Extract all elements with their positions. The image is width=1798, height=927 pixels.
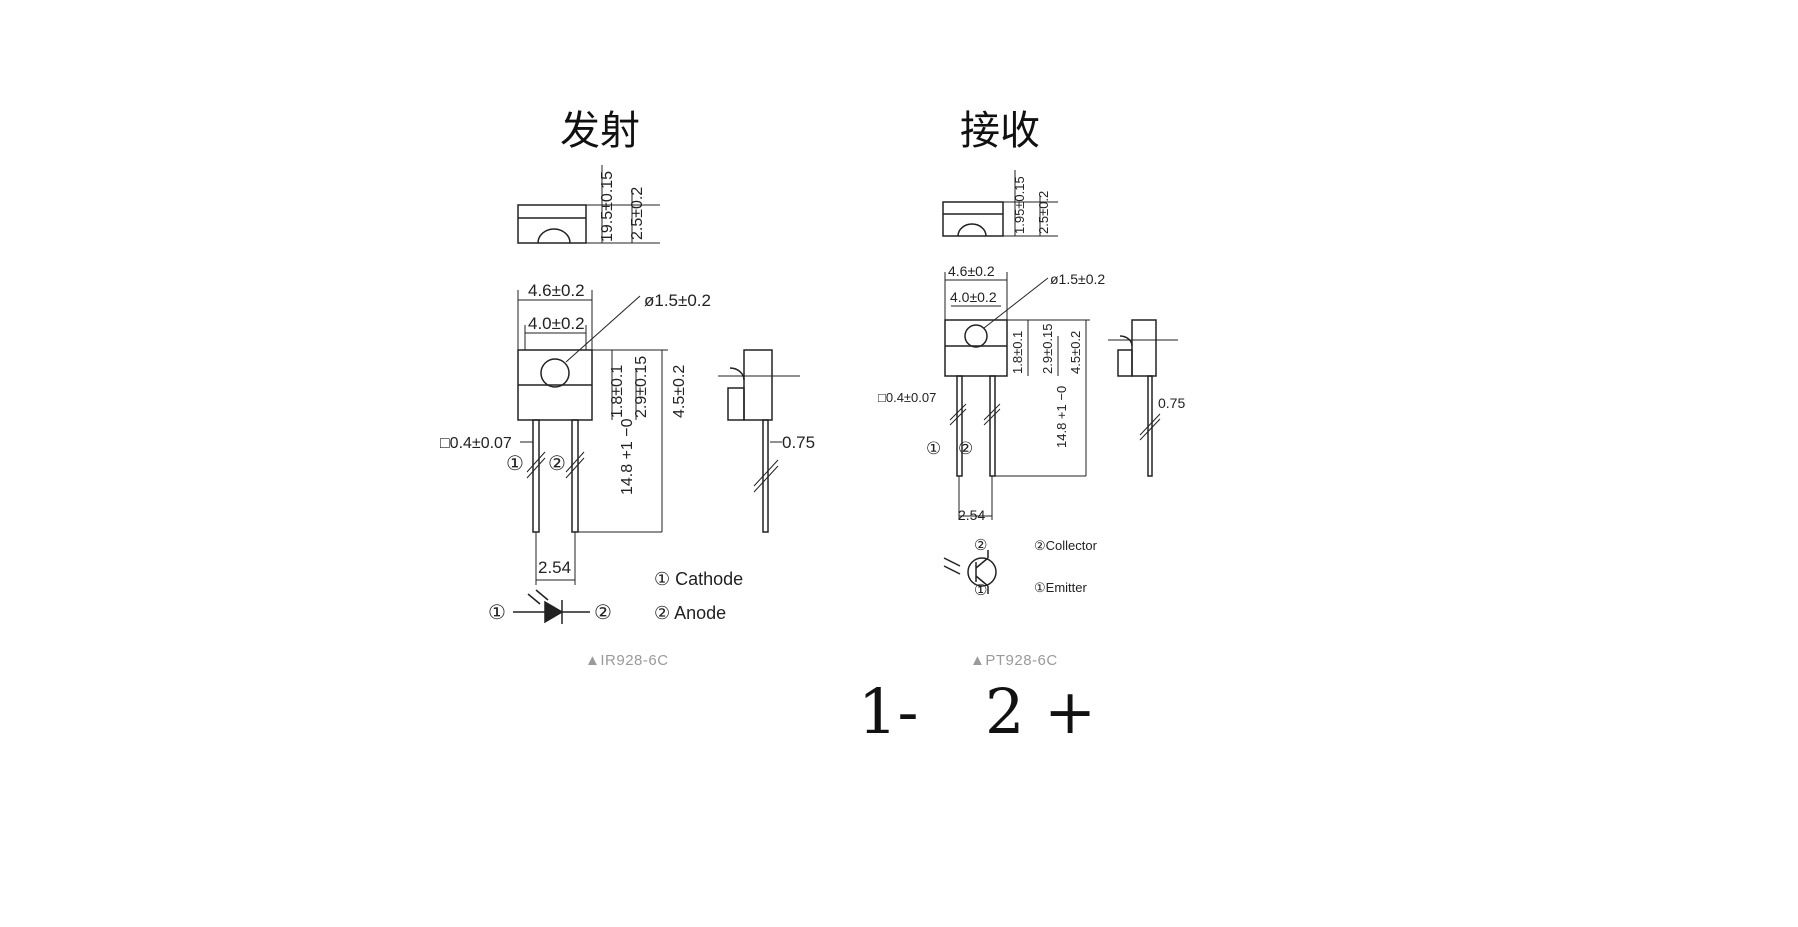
emitter-pin2-marker: ② [548,453,566,475]
receiver-phototransistor-symbol [943,550,997,594]
emitter-pin1-marker: ① [506,453,524,475]
pin-note-1: 1- [858,675,919,748]
emitter-dim-width-outer: 4.6±0.2 [528,281,585,300]
emitter-dim-lens: ø1.5±0.2 [644,291,711,310]
emitter-dim-width-inner: 4.0±0.2 [528,314,585,333]
receiver-dim-width-outer: 4.6±0.2 [948,263,995,279]
emitter-dim-side: 0.75 [782,433,815,452]
receiver-dim-lead-sq: □0.4±0.07 [878,390,936,405]
receiver-dim-top-a: 1.95±0.15 [1012,176,1027,234]
emitter-dim-top-a: 19.5±0.15 [599,171,616,242]
receiver-caption: ▲PT928-6C [970,652,1058,669]
receiver-side-view [1108,319,1178,477]
emitter-symbol-pin2: ② [594,602,612,624]
receiver-dim-width-inner: 4.0±0.2 [950,289,997,305]
receiver-dim-h1: 1.8±0.1 [1010,331,1025,374]
receiver-dim-lens: ø1.5±0.2 [1050,271,1105,287]
receiver-pin1-label: ①Emitter [1034,580,1087,595]
emitter-side-view [718,349,800,533]
receiver-dim-side: 0.75 [1158,395,1185,411]
receiver-symbol-pin2: ② [974,537,987,554]
receiver-pin2-label: ②Collector [1034,538,1098,553]
receiver-dim-h3: 4.5±0.2 [1068,331,1083,374]
emitter-dim-h1: 1.8±0.1 [609,365,626,418]
emitter-front-view [517,290,668,585]
receiver-dim-lead-len: 14.8 +1 −0 [1054,386,1069,448]
emitter-pin1-label: ① Cathode [654,569,743,589]
emitter-title: 发射 [560,108,640,154]
emitter-top-view [517,165,660,244]
emitter-caption: ▲IR928-6C [585,652,669,669]
receiver-pin1-marker: ① [926,439,941,458]
receiver-dim-h2: 2.9±0.15 [1040,323,1055,374]
emitter-diode-symbol [513,589,590,624]
emitter-dim-lead-len: 14.8 +1 −0 [619,418,636,495]
receiver-front-view [944,272,1090,520]
receiver-top-view [942,170,1058,237]
emitter-pin2-label: ② Anode [654,603,726,623]
pin-note-2: 2 + [985,675,1097,748]
receiver-title: 接收 [960,108,1040,154]
emitter-dim-h3: 4.5±0.2 [671,365,688,418]
emitter-symbol-pin1: ① [488,602,506,624]
receiver-dim-top-b: 2.5±0.2 [1036,191,1051,234]
receiver-symbol-pin1: ① [974,582,987,599]
emitter-dim-pitch: 2.54 [538,558,571,577]
receiver-pin2-marker: ② [958,439,973,458]
emitter-dim-top-b: 2.5±0.2 [629,187,646,240]
emitter-dim-h2: 2.9±0.15 [633,356,650,418]
receiver-dim-pitch: 2.54 [958,507,985,523]
emitter-dim-lead-sq: □0.4±0.07 [440,435,512,452]
